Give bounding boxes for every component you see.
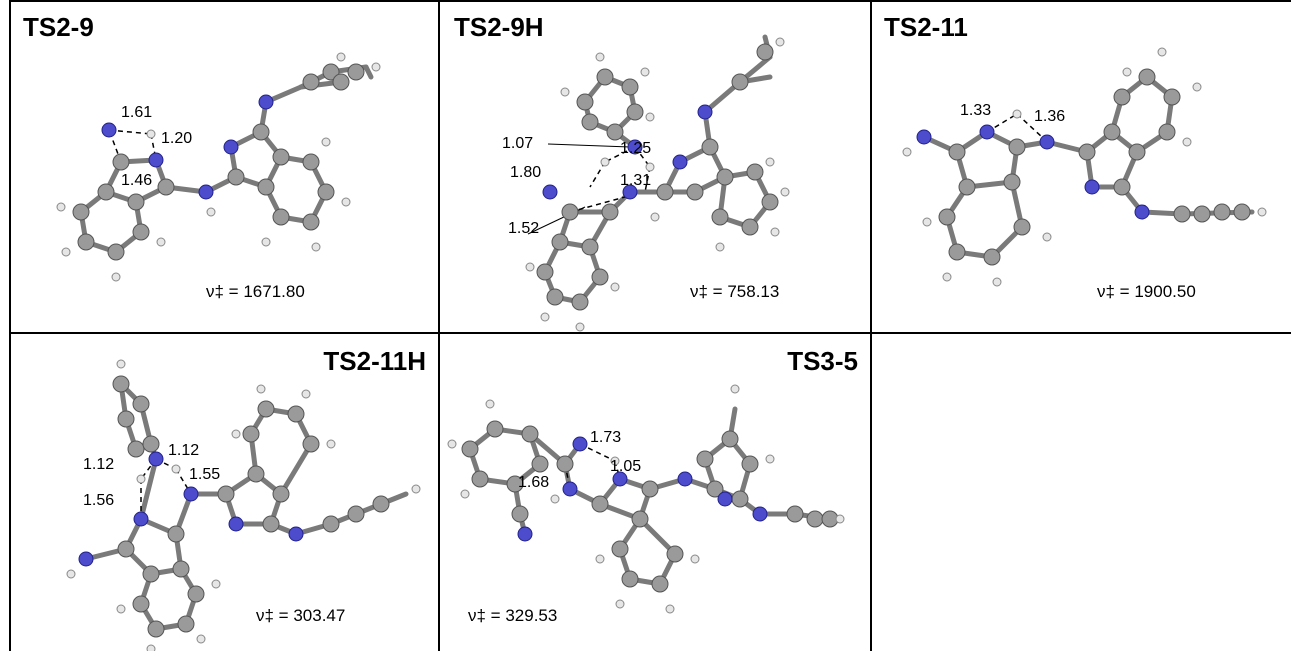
grid-border-left bbox=[9, 0, 11, 651]
distance-label: 1.46 bbox=[121, 172, 153, 189]
distance-label: 1.68 bbox=[518, 474, 550, 491]
panel-title: TS2-9H bbox=[454, 12, 544, 42]
distance-label: 1.73 bbox=[590, 429, 622, 446]
panel-title: TS2-11 bbox=[884, 12, 968, 42]
distance-label: 1.12 bbox=[168, 442, 200, 459]
distance-label: 1.36 bbox=[1034, 108, 1066, 125]
panel-empty bbox=[872, 334, 1291, 651]
imaginary-frequency: ν‡ = 303.47 bbox=[256, 606, 346, 625]
distance-label: 1.55 bbox=[189, 466, 221, 483]
molecule-ts2-9 bbox=[56, 52, 381, 282]
molecule-ts2-11h bbox=[66, 359, 421, 651]
molecule-ts2-11 bbox=[902, 47, 1267, 287]
distance-label: 1.80 bbox=[510, 164, 542, 181]
grid-row-divider bbox=[9, 332, 1291, 334]
distance-label: 1.61 bbox=[121, 104, 153, 121]
panel-ts2-9h: TS2-9H bbox=[440, 2, 870, 332]
grid-divider-2 bbox=[870, 0, 872, 651]
distance-label: 1.12 bbox=[83, 456, 115, 473]
panel-ts2-11h: TS2-11H bbox=[11, 334, 438, 651]
distance-label: 1.07 bbox=[502, 135, 534, 152]
grid-divider-1 bbox=[438, 0, 440, 651]
panel-title: TS2-9 bbox=[23, 12, 94, 42]
panel-ts2-9: TS2-9 bbox=[11, 2, 438, 332]
imaginary-frequency: ν‡ = 1671.80 bbox=[206, 282, 305, 301]
imaginary-frequency: ν‡ = 758.13 bbox=[690, 282, 780, 301]
distance-label: 1.25 bbox=[620, 140, 652, 157]
distance-label: 1.05 bbox=[610, 458, 642, 475]
distance-label: 1.56 bbox=[83, 492, 115, 509]
molecule-ts3-5 bbox=[447, 384, 845, 614]
panel-ts2-11: TS2-11 bbox=[872, 2, 1291, 332]
distance-label: 1.31 bbox=[620, 172, 652, 189]
distance-label: 1.33 bbox=[960, 102, 992, 119]
grid-border-top bbox=[9, 0, 1291, 2]
panel-title: TS2-11H bbox=[323, 346, 426, 376]
imaginary-frequency: ν‡ = 1900.50 bbox=[1097, 282, 1196, 301]
panel-ts3-5: TS3-5 bbox=[440, 334, 870, 651]
molecule-ts2-9h bbox=[525, 34, 790, 332]
distance-label: 1.20 bbox=[161, 130, 193, 147]
panel-title: TS3-5 bbox=[787, 346, 858, 376]
distance-label: 1.52 bbox=[508, 220, 540, 237]
imaginary-frequency: ν‡ = 329.53 bbox=[468, 606, 558, 625]
